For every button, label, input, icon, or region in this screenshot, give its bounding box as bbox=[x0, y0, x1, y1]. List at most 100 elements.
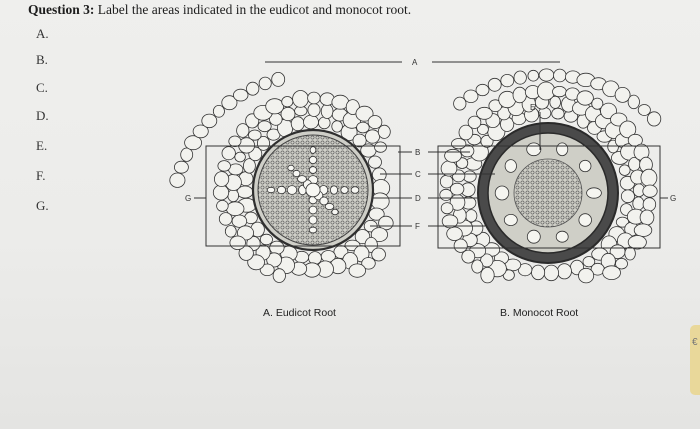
eudicot-label-frame bbox=[205, 145, 401, 247]
cortex-cell bbox=[543, 264, 560, 282]
cortex-cell bbox=[441, 214, 459, 229]
cortex-cell bbox=[461, 249, 476, 264]
cortex-cell bbox=[632, 196, 645, 211]
cortex-cell bbox=[578, 267, 595, 284]
cortex-cell bbox=[444, 148, 462, 163]
metaxylem-vessel bbox=[526, 142, 542, 157]
cortex-cell bbox=[480, 253, 494, 268]
xylem-vessel bbox=[286, 185, 298, 195]
caption-eudicot: A. Eudicot Root bbox=[263, 307, 336, 319]
cortex-cell bbox=[265, 98, 285, 115]
cortex-cell bbox=[374, 141, 387, 153]
xylem-vessel bbox=[276, 185, 286, 195]
epidermis-cell bbox=[212, 105, 225, 118]
monocot-label-frame bbox=[437, 145, 661, 249]
eudicot-xylem-star bbox=[266, 146, 360, 234]
cortex-cell bbox=[552, 86, 567, 98]
cortex-cell bbox=[364, 236, 378, 253]
epidermis-cell bbox=[637, 104, 651, 116]
answer-item-a: A. bbox=[36, 26, 49, 41]
answer-item-g: G. bbox=[36, 198, 49, 213]
epidermis-cell bbox=[538, 68, 555, 82]
cortex-cell bbox=[266, 252, 282, 268]
cortex-cell bbox=[582, 256, 596, 268]
cortex-cell bbox=[460, 144, 475, 158]
cortex-cell bbox=[224, 225, 237, 238]
cortex-cell bbox=[471, 259, 484, 274]
xylem-vessel bbox=[292, 169, 301, 178]
cortex-cell bbox=[512, 86, 527, 104]
cortex-cell bbox=[214, 171, 230, 188]
cortex-cell bbox=[242, 158, 256, 174]
epidermis-cell bbox=[527, 69, 540, 82]
cortex-cell bbox=[234, 151, 246, 163]
cortex-cell bbox=[367, 115, 383, 130]
xylem-vessel bbox=[324, 202, 335, 210]
eudicot-cortex-cells bbox=[212, 90, 394, 283]
cortex-cell bbox=[229, 235, 246, 251]
epidermis-cell bbox=[475, 83, 490, 97]
cortex-cell bbox=[602, 265, 621, 281]
label-e: E bbox=[530, 103, 535, 112]
cortex-cell bbox=[371, 247, 386, 262]
metaxylem-vessel bbox=[526, 229, 541, 244]
cortex-cell bbox=[280, 106, 296, 122]
xylem-vessel bbox=[308, 226, 318, 234]
cortex-cell bbox=[439, 188, 453, 201]
cortex-cell bbox=[549, 95, 561, 109]
cortex-cell bbox=[640, 168, 658, 187]
answer-item-f: F. bbox=[36, 168, 46, 183]
label-a: A bbox=[412, 58, 418, 67]
cortex-cell bbox=[216, 199, 229, 212]
cortex-cell bbox=[227, 189, 240, 203]
question-title: Question 3: Label the areas indicated in… bbox=[28, 2, 411, 18]
metaxylem-vessel bbox=[556, 142, 569, 157]
cortex-cell bbox=[356, 121, 370, 134]
cortex-cell bbox=[281, 96, 294, 108]
cortex-cell bbox=[451, 138, 467, 150]
xylem-vessel bbox=[309, 146, 317, 154]
epidermis-cell bbox=[258, 76, 272, 91]
cortex-cell bbox=[377, 124, 391, 139]
xylem-vessel bbox=[308, 215, 318, 225]
label-d: D bbox=[415, 194, 421, 203]
caption-monocot: B. Monocot Root bbox=[500, 307, 578, 319]
cortex-cell bbox=[256, 135, 270, 151]
xylem-vessel bbox=[319, 196, 329, 206]
cortex-cell bbox=[517, 263, 533, 277]
cortex-cell bbox=[480, 266, 495, 284]
epidermis-cell bbox=[646, 111, 662, 127]
epidermis-cell bbox=[271, 72, 286, 87]
cortex-cell bbox=[556, 263, 572, 280]
monocot-epidermis-arc bbox=[453, 68, 662, 127]
epidermis-cell bbox=[180, 147, 194, 162]
cortex-cell bbox=[348, 263, 367, 278]
cortex-cell bbox=[218, 212, 233, 226]
metaxylem-vessel bbox=[494, 185, 510, 201]
cortex-cell bbox=[642, 184, 658, 198]
metaxylem-vessel bbox=[579, 159, 592, 173]
cortex-cell bbox=[465, 209, 478, 223]
cortex-cell bbox=[642, 197, 657, 212]
xylem-vessel bbox=[305, 182, 321, 198]
xylem-vessel bbox=[331, 208, 339, 216]
metaxylem-vessel bbox=[578, 213, 592, 227]
question-number: Question 3: bbox=[28, 2, 95, 17]
cortex-cell bbox=[247, 254, 265, 271]
cortex-cell bbox=[449, 182, 465, 196]
xylem-vessel bbox=[308, 205, 318, 215]
cortex-cell bbox=[320, 103, 334, 119]
metaxylem-vessel bbox=[504, 159, 517, 173]
epidermis-cell bbox=[184, 135, 203, 151]
edge-tab: € bbox=[690, 325, 700, 395]
eudicot-root bbox=[169, 72, 401, 283]
cortex-cell bbox=[439, 174, 454, 189]
cortex-cell bbox=[308, 251, 322, 265]
cortex-cell bbox=[217, 160, 231, 172]
epidermis-cell bbox=[500, 74, 515, 88]
cortex-cell bbox=[618, 164, 631, 176]
label-g-left: G bbox=[185, 194, 191, 203]
cortex-cell bbox=[446, 226, 463, 242]
cortex-cell bbox=[257, 120, 272, 133]
